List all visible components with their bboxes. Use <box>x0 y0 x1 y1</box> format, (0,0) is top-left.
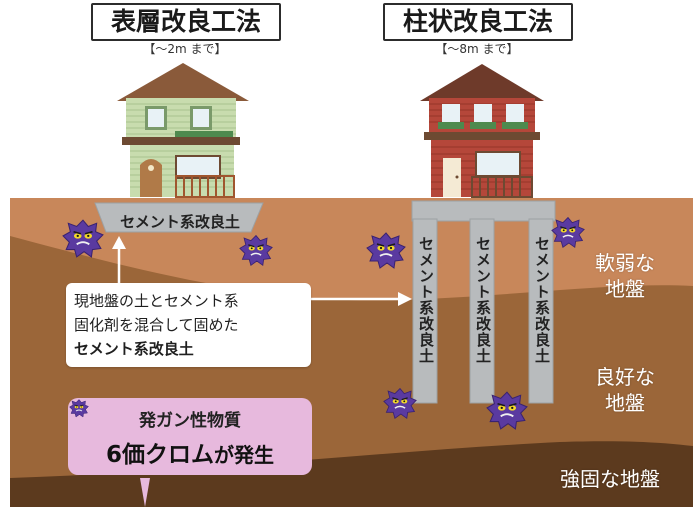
warning-suffix: が発生 <box>214 443 274 467</box>
connector-arrows <box>112 236 412 306</box>
good-soil-label: 良好な 地盤 <box>595 365 655 415</box>
note-line: 現地盤の土とセメント系 <box>74 292 239 310</box>
right-house-icon <box>420 64 544 198</box>
right-depth-range: 【～8m まで】 <box>435 42 519 56</box>
strong-soil-layer <box>10 441 693 507</box>
left-method-title: 表層改良工法 <box>91 3 281 41</box>
note-line: 固化剤を混合して固めた <box>74 316 239 334</box>
surface-pad <box>94 202 264 233</box>
column-structure <box>411 200 556 404</box>
left-house-icon <box>117 63 249 198</box>
warning-line2: 6価クロムが発生 <box>68 399 312 469</box>
chromium-name: 6価クロム <box>105 442 214 468</box>
weak-soil-label: 軟弱な 地盤 <box>595 251 655 301</box>
column-label: セメント系改良土 <box>533 236 551 364</box>
column-label: セメント系改良土 <box>417 236 435 364</box>
warning-line1: 発ガン性物質 <box>139 411 241 431</box>
strong-soil-label: 強固な地盤 <box>560 467 660 491</box>
note-line: セメント系改良土 <box>74 340 194 358</box>
column-label: セメント系改良土 <box>474 236 492 364</box>
hexavalent-chromium-warning: 発ガン性物質 6価クロムが発生 <box>68 398 312 475</box>
chromium-monster-icon <box>69 399 89 418</box>
surface-pad-label: セメント系改良土 <box>120 213 240 231</box>
right-method-title: 柱状改良工法 <box>383 3 573 41</box>
explanation-note: 現地盤の土とセメント系 固化剤を混合して固めた セメント系改良土 <box>66 283 311 367</box>
left-depth-range: 【～2m まで】 <box>143 42 227 56</box>
